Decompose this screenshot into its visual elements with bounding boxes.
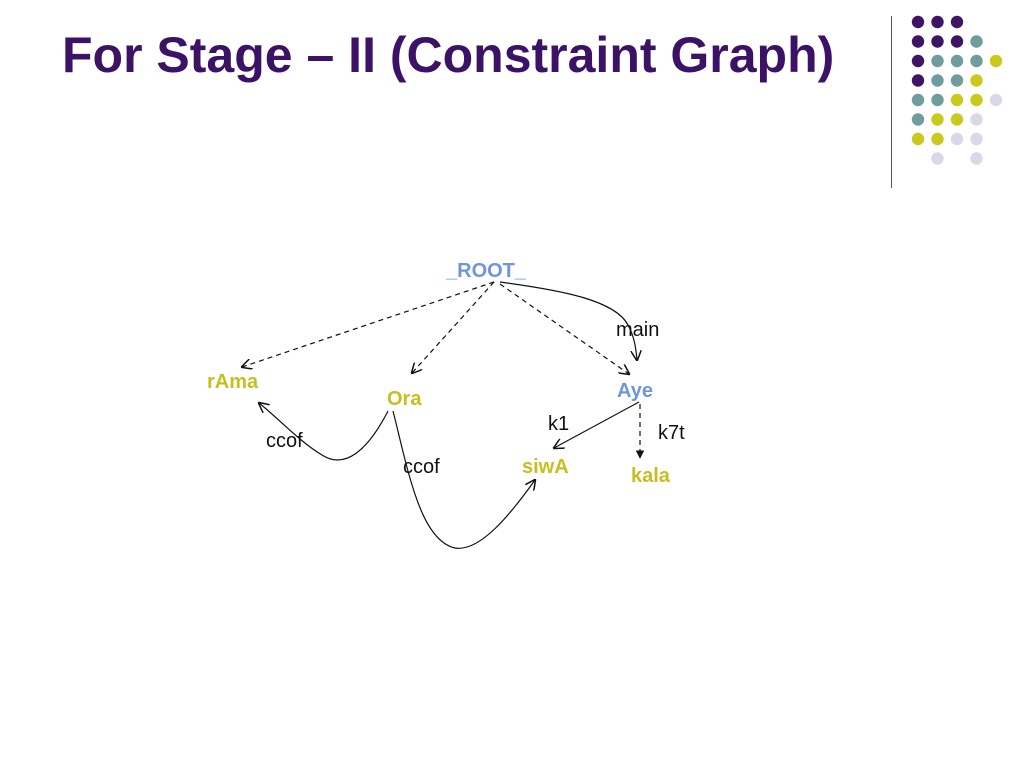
node-siwa: siwA — [522, 456, 569, 478]
edge-ora-rama — [259, 403, 389, 461]
edge-ora-siwa — [392, 410, 535, 549]
decorative-dot — [950, 54, 964, 68]
decorative-dot — [931, 15, 944, 29]
decorative-dot — [911, 54, 925, 68]
node-aye: Aye — [617, 380, 653, 402]
decorative-dot — [970, 152, 983, 165]
decorative-dot — [931, 54, 944, 68]
decorative-dot — [931, 132, 944, 146]
decorative-dot — [989, 93, 1003, 107]
decorative-dot — [931, 74, 944, 87]
edge-label-main: main — [616, 319, 659, 341]
decorative-dot — [911, 93, 925, 107]
decorative-dot — [970, 35, 983, 48]
node-kala: kala — [631, 465, 671, 487]
divider-line — [891, 16, 892, 188]
node-ora: Ora — [387, 388, 422, 410]
decorative-dot — [911, 15, 925, 29]
decorative-dot — [950, 15, 964, 29]
decorative-dot — [911, 113, 925, 126]
edge-label-k1: k1 — [548, 413, 569, 435]
edge-aye-siwa — [554, 401, 640, 448]
edge-label-ccof-right: ccof — [403, 456, 440, 478]
decorative-dot — [931, 113, 944, 126]
decorative-dot — [950, 74, 964, 87]
decorative-dot — [950, 113, 964, 126]
slide-title: For Stage – II (Constraint Graph) — [62, 27, 835, 83]
decorative-dot — [970, 113, 983, 126]
decorative-dot — [911, 35, 925, 48]
decorative-dot — [970, 74, 983, 87]
edge-root-aye-main — [499, 281, 637, 360]
decorative-dot — [970, 132, 983, 146]
decorative-dot — [931, 93, 944, 107]
decorative-dot — [950, 93, 964, 107]
node-root: _ROOT_ — [445, 260, 527, 282]
decorative-dot — [970, 54, 983, 68]
decorative-dot — [970, 93, 983, 107]
edge-root-aye-dashed — [499, 283, 629, 374]
decorative-dot — [911, 132, 925, 146]
decorative-dot — [989, 54, 1003, 68]
decorative-dot — [931, 152, 944, 165]
edge-label-ccof-left: ccof — [266, 430, 303, 452]
edge-root-ora — [412, 281, 495, 373]
decorative-dot — [950, 132, 964, 146]
decorative-dot — [931, 35, 944, 48]
decorative-dot — [911, 74, 925, 87]
edge-label-k7t: k7t — [658, 422, 685, 444]
node-rama: rAma — [207, 371, 259, 393]
decorative-dot — [950, 35, 964, 48]
decorative-dot-grid — [911, 15, 1003, 165]
